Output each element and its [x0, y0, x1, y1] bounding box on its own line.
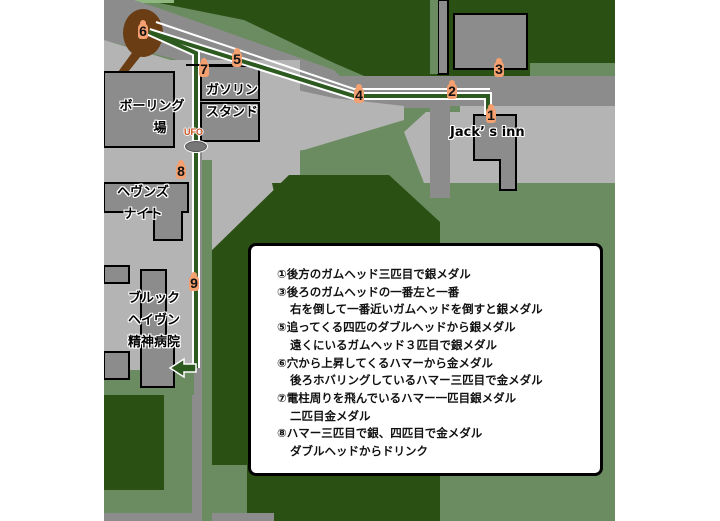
marker-body — [494, 61, 504, 77]
marker-number: 2 — [448, 83, 456, 99]
note-line: ダブルヘッドからドリンク — [290, 444, 428, 459]
note-line: ③後ろのガムヘッドの一番左と一番 — [277, 284, 460, 299]
marker-7[interactable]: 7 — [197, 58, 211, 80]
building-label-heavens-night: ヘヴンズ ナイト — [104, 182, 182, 226]
marker-body — [232, 51, 242, 67]
ufo-label: UFO — [184, 127, 203, 137]
marker-number: 3 — [495, 61, 503, 77]
marker-number: 9 — [190, 275, 198, 291]
marker-6[interactable]: 6 — [136, 20, 150, 42]
note-line: ⑦電柱周りを飛んでいるハマー一匹目銀メダル — [277, 390, 517, 405]
hospital-line-3: 精神病院 — [127, 335, 180, 350]
bowling-line-2: 場 — [153, 121, 167, 136]
note-line: ①後方のガムヘッド三匹目で銀メダル — [277, 267, 471, 281]
building-label-gas-station: ガソリン スタンド — [200, 80, 264, 124]
marker-9[interactable]: 9 — [187, 272, 201, 294]
building-label-bowling: ボーリング 場 — [112, 96, 192, 140]
marker-8[interactable]: 8 — [174, 160, 188, 182]
note-line: ⑧ハマー三匹目で銀、四匹目で金メダル — [277, 426, 483, 441]
marker-number: 6 — [139, 23, 147, 39]
note-line: ⑤追ってくる四匹のダブルヘッドから銀メダル — [277, 320, 516, 335]
marker-body — [138, 23, 148, 39]
marker-4[interactable]: 4 — [352, 84, 366, 106]
marker-5[interactable]: 5 — [230, 48, 244, 70]
haven-line-2: ナイト — [123, 207, 163, 222]
note-line: 後ろホバリングしているハマー三匹目で金メダル — [290, 373, 543, 388]
marker-body — [199, 61, 209, 77]
building-label-brookhaven-hospital: ブルック ヘイヴン 精神病院 — [110, 288, 198, 354]
marker-3[interactable]: 3 — [492, 58, 506, 80]
marker-number: 4 — [355, 87, 363, 103]
hospital-line-1: ブルック — [127, 291, 180, 306]
marker-number: 1 — [487, 107, 495, 123]
marker-body — [354, 87, 364, 103]
haven-line-1: ヘヴンズ — [117, 185, 169, 200]
marker-number: 8 — [177, 163, 185, 179]
marker-body — [447, 83, 457, 99]
bowling-line-1: ボーリング — [119, 99, 185, 114]
medal-notes-list: ①後方のガムヘッド三匹目で銀メダル ③後ろのガムヘッドの一番左と一番 右を倒して… — [251, 246, 600, 461]
ufo-icon — [184, 140, 208, 153]
marker-body — [486, 107, 496, 123]
marker-number: 7 — [200, 61, 208, 77]
marker-body — [189, 275, 199, 291]
jacks-inn-text: Jack’ s inn — [450, 125, 525, 140]
gas-line-2: スタンド — [205, 105, 258, 120]
marker-number: 5 — [233, 51, 241, 67]
note-line: 右を倒して一番近いガムヘッドを倒すと銀メダル — [290, 302, 543, 317]
marker-1[interactable]: 1 — [484, 104, 498, 126]
marker-body — [176, 163, 186, 179]
medal-notes-panel: ①後方のガムヘッド三匹目で銀メダル ③後ろのガムヘッドの一番左と一番 右を倒して… — [248, 243, 603, 476]
hospital-line-2: ヘイヴン — [127, 313, 180, 328]
note-line: 二匹目金メダル — [290, 408, 371, 423]
note-line: ⑥穴から上昇してくるハマーから金メダル — [277, 355, 493, 370]
marker-2[interactable]: 2 — [445, 80, 459, 102]
building-label-jacks-inn: Jack’ s inn — [450, 122, 525, 144]
gas-line-1: ガソリン — [205, 83, 258, 98]
note-line: 遠くにいるガムヘッド３匹目で銀メダル — [290, 337, 497, 352]
